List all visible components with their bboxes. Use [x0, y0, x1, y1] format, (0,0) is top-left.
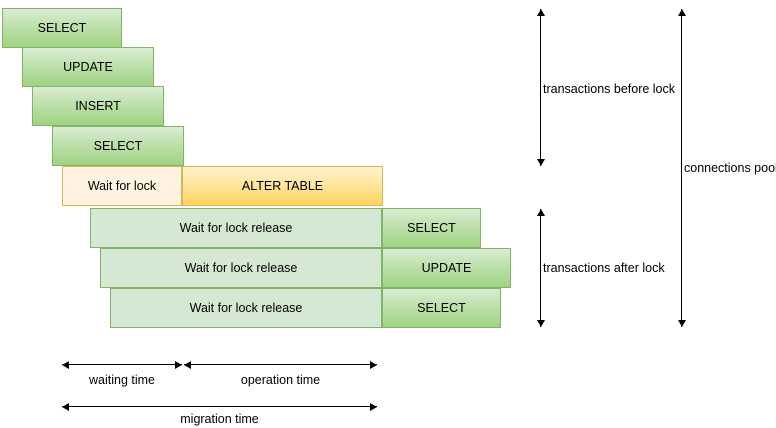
- measure-label: operation time: [240, 373, 321, 387]
- timeline-segment[interactable]: Wait for lock release: [110, 288, 382, 328]
- arrow-down-icon: [677, 320, 686, 327]
- arrow-right-icon: [370, 360, 377, 369]
- arrow-left-icon: [62, 402, 69, 411]
- arrow-right-icon: [370, 402, 377, 411]
- timeline-segment[interactable]: SELECT: [52, 126, 184, 166]
- timeline-segment[interactable]: SELECT: [382, 208, 481, 248]
- arrow-down-icon: [536, 159, 545, 166]
- timeline-segment[interactable]: Wait for lock release: [90, 208, 382, 248]
- measure-label: connections pool: [684, 161, 776, 175]
- timeline-segment[interactable]: ALTER TABLE: [182, 166, 383, 206]
- timeline-segment[interactable]: INSERT: [32, 86, 164, 126]
- timeline-segment[interactable]: Wait for lock: [62, 166, 182, 206]
- measure-line: [540, 209, 541, 327]
- measure-line: [540, 9, 541, 166]
- measure-label: transactions after lock: [543, 261, 665, 275]
- measure-line: [184, 364, 377, 365]
- measure-label: transactions before lock: [543, 82, 676, 96]
- arrow-left-icon: [62, 360, 69, 369]
- measure-label: waiting time: [89, 373, 155, 387]
- arrow-up-icon: [536, 209, 545, 216]
- timeline-segment[interactable]: SELECT: [382, 288, 501, 328]
- arrow-down-icon: [536, 320, 545, 327]
- timeline-row: SELECT: [2, 8, 122, 48]
- measure-line: [681, 9, 682, 327]
- measure-line: [62, 364, 182, 365]
- timeline-segment[interactable]: UPDATE: [22, 47, 154, 87]
- timeline-row: UPDATE: [22, 47, 154, 87]
- timeline-segment[interactable]: SELECT: [2, 8, 122, 48]
- arrow-up-icon: [536, 9, 545, 16]
- arrow-up-icon: [677, 9, 686, 16]
- measure-line: [62, 406, 377, 407]
- arrow-right-icon: [175, 360, 182, 369]
- timeline-segment[interactable]: UPDATE: [382, 248, 511, 288]
- timeline-segment[interactable]: Wait for lock release: [100, 248, 382, 288]
- timeline-row: INSERT: [32, 86, 164, 126]
- arrow-left-icon: [184, 360, 191, 369]
- timeline-row: SELECT: [52, 126, 184, 166]
- measure-label: migration time: [180, 412, 259, 426]
